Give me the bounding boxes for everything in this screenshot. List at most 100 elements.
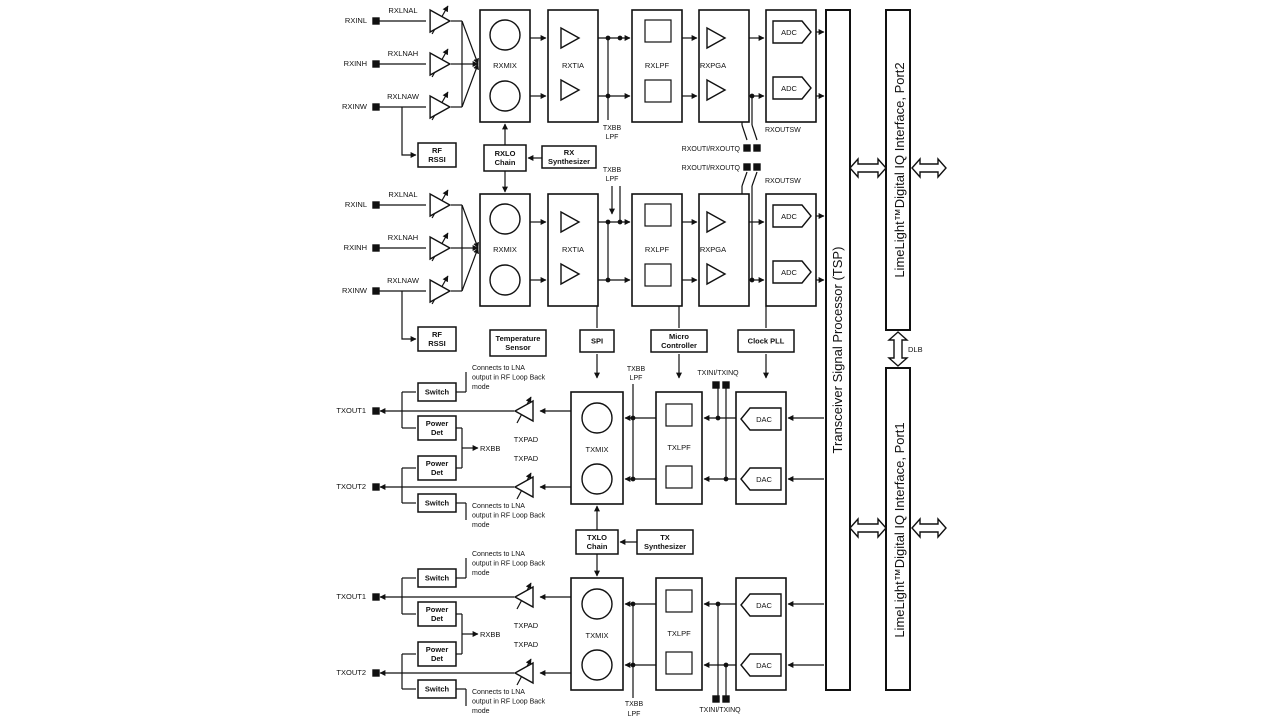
rxout-pad [753, 144, 761, 152]
loopback-note: Connects to LNA [472, 551, 525, 558]
rxlpf-label: RXLPF [645, 245, 670, 254]
rx-synthesizer-block-label: RX [564, 148, 574, 157]
txlo-chain-block [575, 529, 619, 555]
txin-label: TXINI/TXINQ [697, 370, 739, 377]
rf-rssi-block [417, 326, 457, 352]
adc-symbol [772, 260, 812, 284]
tia-amplifier [560, 78, 581, 102]
loopback-note: mode [472, 522, 490, 529]
mixer-symbol [489, 80, 521, 112]
dac-symbol [740, 407, 782, 431]
rxlo-chain-block-label: RXLO [495, 149, 516, 158]
rxoutsw-label: RXOUTSW [765, 127, 801, 134]
txbb-lpf-label: TXBB [603, 167, 622, 174]
mixer-symbol [581, 588, 613, 620]
tsp-port1-arrow [849, 517, 887, 539]
clock-pll-block [737, 329, 795, 353]
junction-dot [617, 35, 623, 41]
txbb-lpf-label: LPF [630, 375, 643, 382]
temperature-sensor-block-label: Temperature [496, 334, 541, 343]
mixer-symbol [581, 402, 613, 434]
txpad-amplifier [513, 585, 534, 609]
txpad-amplifier [513, 661, 534, 685]
dac-symbol [740, 593, 782, 617]
txlpf-label: TXLPF [667, 629, 691, 638]
rxout-label: RXOUTI/RXOUTQ [682, 146, 741, 153]
tx-output-label: TXOUT1 [336, 592, 366, 601]
rxpga-label: RXPGA [700, 61, 726, 70]
rx-input-label: RXINL [345, 16, 367, 25]
switch-block-label: Switch [425, 499, 450, 508]
rf-rssi-block [417, 142, 457, 168]
power-detector-block-label: Power [426, 605, 449, 614]
loopback-note: output in RF Loop Back [472, 699, 546, 706]
loopback-note: output in RF Loop Back [472, 561, 546, 568]
rx-input-label: RXINW [342, 286, 368, 295]
rx-input-pad [372, 287, 380, 295]
txpad-label: TXPAD [514, 435, 539, 444]
tx-output-label: TXOUT2 [336, 482, 366, 491]
adc-symbol [772, 204, 812, 228]
adc-symbol [772, 76, 812, 100]
rxtia-block [547, 193, 599, 307]
lna-amplifier [429, 192, 452, 218]
loopback-note: Connects to LNA [472, 365, 525, 372]
rxout-pad [743, 163, 751, 171]
power-detector-block [417, 641, 457, 667]
tsp-block [825, 9, 851, 691]
lowpass-filter-symbol [644, 79, 672, 103]
tx-output-label: TXOUT2 [336, 668, 366, 677]
wire [461, 63, 479, 108]
adc-symbol [772, 20, 812, 44]
tx-synthesizer-block-label: Synthesizer [644, 542, 686, 551]
txpad-label: TXPAD [514, 640, 539, 649]
wire [461, 20, 479, 65]
tx-output-pad [372, 407, 380, 415]
port2-external-arrow [911, 157, 947, 179]
rxoutsw-label: RXOUTSW [765, 178, 801, 185]
power-detector-block-label: Det [431, 468, 444, 477]
loopback-note: mode [472, 570, 490, 577]
pga-amplifier [706, 210, 727, 234]
power-detector-block-label: Det [431, 654, 444, 663]
lna-label: RXLNAH [388, 233, 418, 242]
lna-amplifier [429, 278, 452, 304]
power-detector-block [417, 415, 457, 441]
tx-output-label: TXOUT1 [336, 406, 366, 415]
rxmix-label: RXMIX [493, 245, 517, 254]
limelight-port2-label: LimeLight™Digital IQ Interface, Port2 [892, 62, 907, 277]
wire [461, 247, 479, 292]
rxpga-label: RXPGA [700, 245, 726, 254]
wire [751, 171, 758, 187]
micro-controller-block [650, 329, 708, 353]
txin-label: TXINI/TXINQ [699, 707, 741, 714]
dlb-label: DLB [908, 345, 923, 354]
mixer-symbol [581, 649, 613, 681]
rx-input-pad [372, 60, 380, 68]
dac-label: DAC [756, 475, 772, 484]
txpad-amplifier [513, 399, 534, 423]
rxbb-label: RXBB [480, 630, 500, 639]
lna-label: RXLNAW [387, 92, 420, 101]
tx-output-pad [372, 669, 380, 677]
lna-amplifier [429, 235, 452, 261]
rxmix-label: RXMIX [493, 61, 517, 70]
txpad-label: TXPAD [514, 454, 539, 463]
spi-block [579, 329, 615, 353]
switch-block-label: Switch [425, 574, 450, 583]
lowpass-filter-symbol [665, 465, 693, 489]
rf-rssi-block-label: RSSI [428, 339, 446, 348]
switch-block-label: Switch [425, 685, 450, 694]
loopback-note: Connects to LNA [472, 503, 525, 510]
lna-amplifier [429, 51, 452, 77]
lna-amplifier [429, 94, 452, 120]
lna-label: RXLNAH [388, 49, 418, 58]
mixer-symbol [489, 264, 521, 296]
spi-block-label: SPI [591, 337, 603, 346]
dac-label: DAC [756, 601, 772, 610]
txbb-lpf-label: LPF [606, 176, 619, 183]
txlpf-label: TXLPF [667, 443, 691, 452]
rxlo-chain-block-label: Chain [495, 158, 516, 167]
txin-pad [722, 381, 730, 389]
